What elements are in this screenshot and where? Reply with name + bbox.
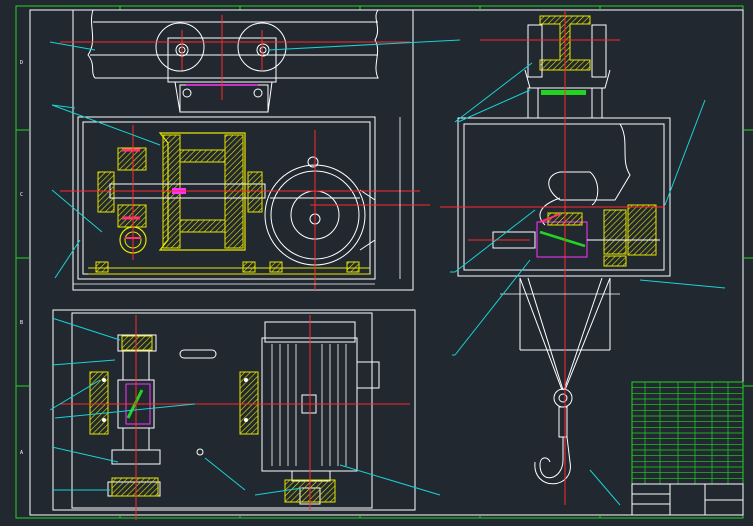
drawing-border: D C B A — [15, 5, 753, 519]
drum-shaft-top — [107, 334, 161, 497]
hoist-side-view — [440, 10, 671, 505]
hoist-top-view — [52, 309, 416, 520]
title-block — [631, 381, 744, 516]
rail-beam — [87, 9, 379, 79]
zone-mark-b: B — [20, 320, 23, 326]
leader-lines — [49, 39, 726, 506]
side-housing — [457, 117, 671, 277]
lifting-hook — [534, 388, 573, 485]
motor-end-view — [264, 156, 376, 266]
gearbox-left — [97, 147, 147, 254]
zone-mark-d: D — [20, 60, 23, 66]
zone-mark-c: C — [20, 192, 23, 198]
base-plate — [88, 261, 370, 275]
motor-top-view — [261, 321, 380, 505]
trolley-wheels — [155, 22, 287, 113]
hoist-front-view — [60, 9, 430, 291]
hoist-ropes — [519, 277, 611, 391]
zone-mark-a: A — [20, 450, 23, 456]
